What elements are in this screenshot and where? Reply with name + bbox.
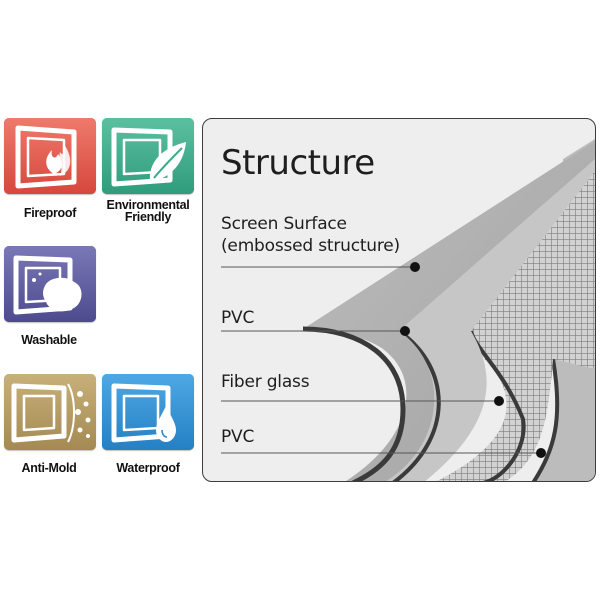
structure-panel: Structure Screen Surface (embossed struc…: [202, 118, 596, 482]
waterproof-badge: [102, 374, 194, 450]
washable-badge: [4, 246, 96, 322]
fireproof-badge: [4, 118, 96, 194]
anti-mold-badge: [4, 374, 96, 450]
washable-label: Washable: [21, 333, 77, 347]
fireproof-label: Fireproof: [23, 206, 77, 220]
environmental-friendly-badge: [102, 118, 194, 194]
screen-surface-line2: (embossed structure): [221, 236, 400, 256]
screen-surface-line1: Screen Surface: [221, 214, 347, 234]
waterproof-label: Waterproof: [116, 461, 180, 475]
flame-window-icon: [4, 118, 96, 194]
droplet-window-icon: [102, 374, 194, 450]
environmental-friendly-label: Environmental Friendly: [93, 198, 203, 224]
fiber-glass-label: Fiber glass: [221, 372, 310, 392]
sponge-window-icon: [4, 246, 96, 322]
spores-window-icon: [4, 374, 96, 450]
anti-mold-label: Anti-Mold: [21, 461, 77, 475]
pvc-top-label: PVC: [221, 308, 255, 328]
structure-title: Structure: [221, 143, 375, 183]
pvc-bottom-label: PVC: [221, 427, 255, 447]
environmental-friendly-text: Environmental Friendly: [106, 198, 190, 224]
layer-cross-section-illustration: [221, 139, 595, 481]
screen-surface-label: Screen Surface (embossed structure): [221, 213, 400, 257]
leaf-window-icon: [102, 118, 194, 194]
